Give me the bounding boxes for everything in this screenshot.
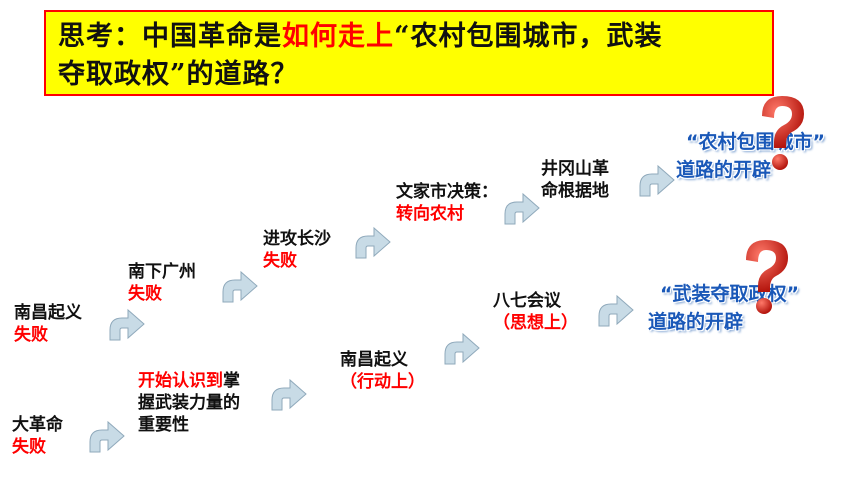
upper-step4-label: 文家市决策： 转向农村 bbox=[396, 181, 498, 225]
upturn-arrow-icon bbox=[355, 226, 391, 259]
upturn-arrow-icon bbox=[109, 308, 145, 341]
lower-step3-note: （行动上） bbox=[340, 372, 425, 392]
upper-step2-status: 失败 bbox=[128, 284, 162, 304]
lower-step3-label: 南昌起义 （行动上） bbox=[340, 349, 425, 393]
question-mark-icon bbox=[762, 96, 804, 170]
upper-step4-status: 转向农村 bbox=[396, 204, 464, 224]
lower-step4-note: （思想上） bbox=[493, 313, 578, 333]
lower-step2-highlight: 开始认识到 bbox=[138, 371, 223, 391]
lower-step1-status: 失败 bbox=[12, 437, 46, 457]
lower-step4-label: 八七会议 （思想上） bbox=[493, 290, 578, 334]
lower-step1-label: 大革命 失败 bbox=[12, 414, 63, 458]
upturn-arrow-icon bbox=[89, 420, 125, 453]
upper-result-line2: 道路的开辟 bbox=[676, 159, 772, 181]
title-highlight: 如何走上 bbox=[282, 21, 394, 52]
lower-step3-text: 南昌起义 bbox=[340, 350, 408, 370]
upper-step5-label: 井冈山革 命根据地 bbox=[541, 158, 609, 202]
upturn-arrow-icon bbox=[444, 332, 480, 365]
lower-step2-line2: 握武装力量的 bbox=[138, 393, 240, 413]
upturn-arrow-icon bbox=[639, 164, 675, 197]
upper-step1-status: 失败 bbox=[14, 325, 48, 345]
upper-step1-text: 南昌起义 bbox=[14, 303, 82, 323]
lower-step2-label: 开始认识到掌 握武装力量的 重要性 bbox=[138, 370, 240, 436]
question-mark-icon bbox=[746, 240, 788, 314]
upper-step2-text: 南下广州 bbox=[128, 262, 196, 282]
upper-step5-line2: 命根据地 bbox=[541, 181, 609, 201]
lower-step2-line3: 重要性 bbox=[138, 415, 189, 435]
title-line2: 夺取政权”的道路？ bbox=[58, 59, 299, 90]
upper-step1-label: 南昌起义 失败 bbox=[14, 302, 82, 346]
upper-step5-line1: 井冈山革 bbox=[541, 159, 609, 179]
upper-step4-text: 文家市决策： bbox=[396, 182, 498, 202]
question-title: 思考：中国革命是如何走上“农村包围城市，武装 夺取政权”的道路？ bbox=[44, 10, 774, 96]
lower-step2-line1-rest: 掌 bbox=[223, 371, 240, 391]
upper-step3-text: 进攻长沙 bbox=[263, 229, 331, 249]
lower-step4-text: 八七会议 bbox=[493, 291, 561, 311]
upper-step2-label: 南下广州 失败 bbox=[128, 261, 196, 305]
upturn-arrow-icon bbox=[504, 192, 540, 225]
title-part2: “农村包围城市，武装 bbox=[394, 21, 663, 52]
lower-step1-text: 大革命 bbox=[12, 415, 63, 435]
upper-step3-status: 失败 bbox=[263, 251, 297, 271]
upturn-arrow-icon bbox=[271, 378, 307, 411]
upturn-arrow-icon bbox=[222, 270, 258, 303]
upturn-arrow-icon bbox=[598, 294, 634, 327]
upper-step3-label: 进攻长沙 失败 bbox=[263, 228, 331, 272]
lower-result-line2: 道路的开辟 bbox=[648, 311, 744, 333]
title-part1: 思考：中国革命是 bbox=[58, 21, 282, 52]
upper-result-line1: “农村包围城市” bbox=[686, 131, 825, 153]
